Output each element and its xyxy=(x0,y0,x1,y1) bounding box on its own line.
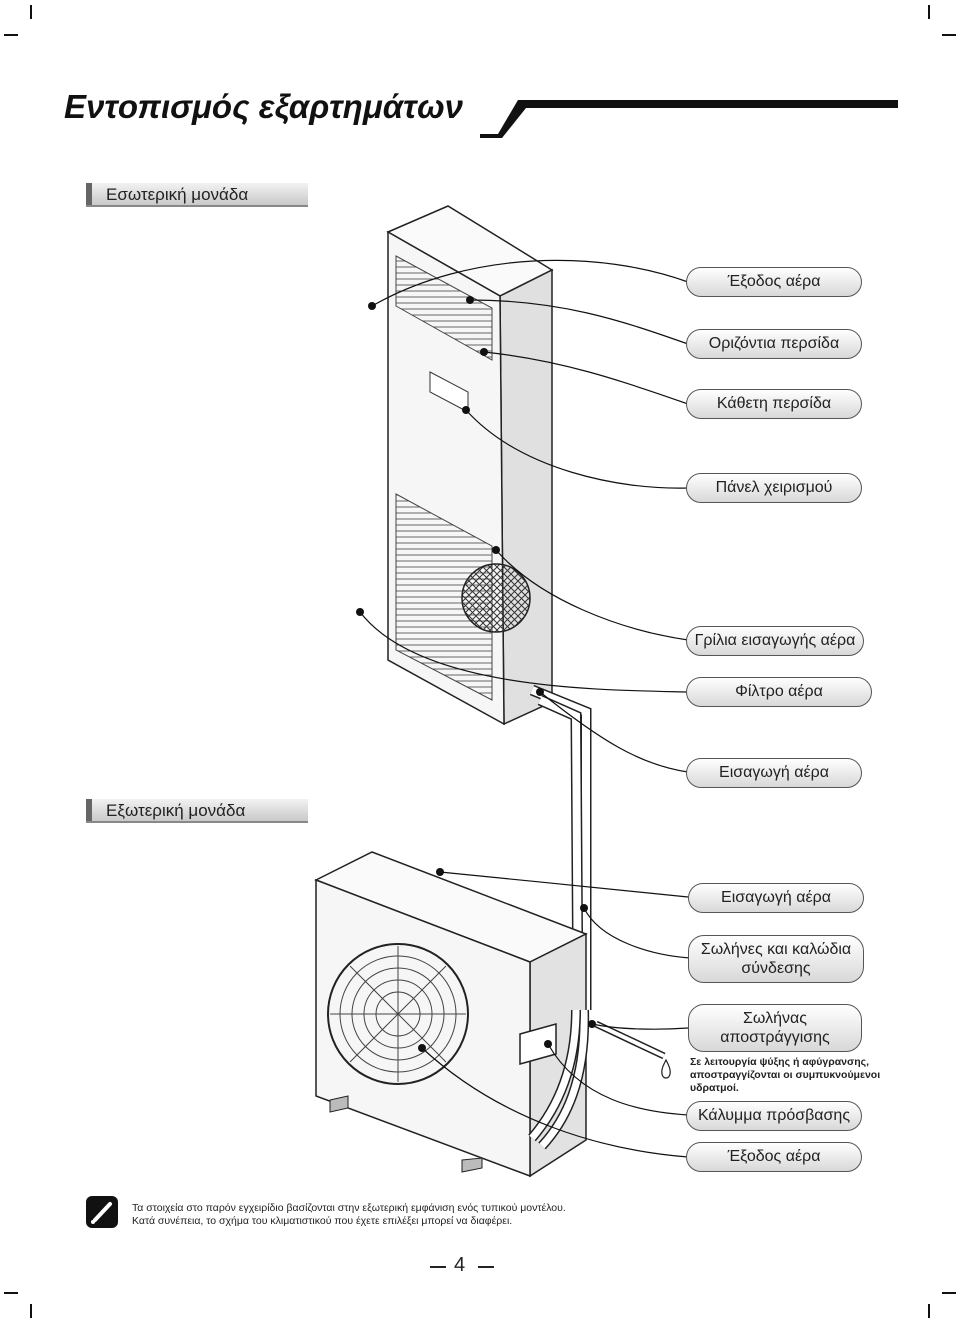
title-rule xyxy=(480,100,898,138)
label-air-inlet-grille: Γρίλια εισαγωγής αέρα xyxy=(686,626,864,656)
crop-mark xyxy=(30,5,32,19)
footnote: Τα στοιχεία στο παρόν εγχειρίδιο βασίζον… xyxy=(132,1202,566,1228)
footnote-line-1: Τα στοιχεία στο παρόν εγχειρίδιο βασίζον… xyxy=(132,1202,566,1214)
label-air-outlet-outdoor: Έξοδος αέρα xyxy=(686,1142,862,1172)
crop-mark xyxy=(942,34,956,36)
label-horizontal-louver: Οριζόντια περσίδα xyxy=(686,329,862,359)
leader-lines xyxy=(359,259,691,1158)
label-drain-hose: Σωλήνας αποστράγγισης xyxy=(688,1004,862,1052)
crop-mark xyxy=(942,1292,956,1294)
label-vertical-louver: Κάθετη περσίδα xyxy=(686,389,862,419)
page-number-dash-left xyxy=(430,1266,446,1268)
label-air-filter: Φίλτρο αέρα xyxy=(686,677,872,707)
label-control-panel: Πάνελ χειρισμού xyxy=(686,473,862,503)
page-number: 4 xyxy=(454,1254,466,1276)
crop-mark xyxy=(928,5,930,19)
footnote-line-2: Κατά συνέπεια, το σχήμα του κλιματιστικο… xyxy=(132,1215,513,1227)
crop-mark xyxy=(4,34,18,36)
outdoor-unit xyxy=(314,851,671,1178)
crop-mark xyxy=(30,1304,32,1318)
leader-dots xyxy=(356,296,596,1052)
label-air-inlet-outdoor: Εισαγωγή αέρα xyxy=(688,883,864,913)
crop-mark xyxy=(928,1304,930,1318)
note-pencil-icon xyxy=(86,1196,118,1228)
label-pipes-and-cables: Σωλήνες και καλώδια σύνδεσης xyxy=(688,935,864,983)
label-air-outlet-indoor: Έξοδος αέρα xyxy=(686,267,862,297)
label-access-cover: Κάλυμμα πρόσβασης xyxy=(686,1101,862,1131)
page-title: Εντοπισμός εξαρτημάτων xyxy=(64,88,464,125)
crop-mark xyxy=(4,1292,18,1294)
outdoor-section-label: Εξωτερική μονάδα xyxy=(86,799,308,823)
indoor-section-label: Εσωτερική μονάδα xyxy=(86,183,308,207)
page-number-dash-right xyxy=(478,1266,494,1268)
drain-note: Σε λειτουργία ψύξης ή αφύγρανσης, αποστρ… xyxy=(690,1056,881,1094)
label-air-inlet-indoor: Εισαγωγή αέρα xyxy=(686,758,862,788)
indoor-unit xyxy=(386,205,592,1011)
